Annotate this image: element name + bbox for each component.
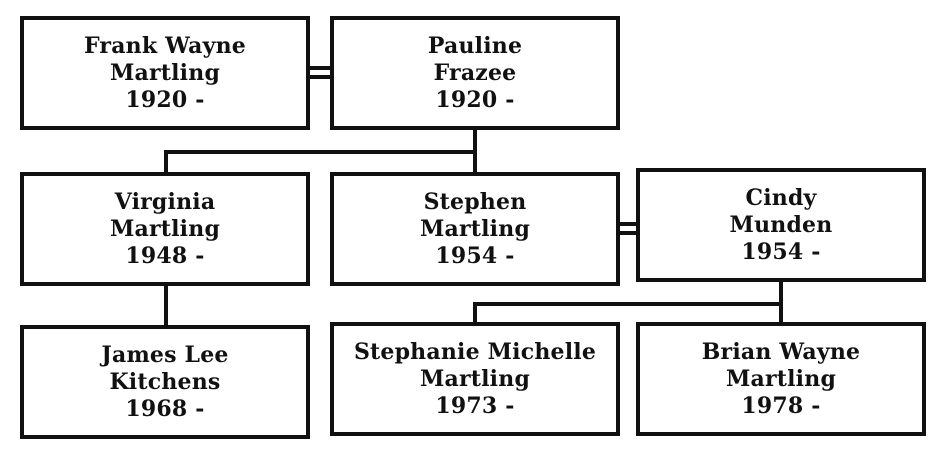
person-box-pauline: Pauline Frazee 1920 - [330, 16, 620, 130]
person-name-line2: Munden [729, 211, 833, 238]
person-name-line1: Cindy [745, 184, 817, 211]
person-name-line2: Martling [419, 365, 531, 392]
person-years: 1973 - [435, 392, 515, 419]
person-years: 1948 - [125, 242, 205, 269]
person-years: 1968 - [125, 395, 205, 422]
person-name-line2: Martling [419, 215, 531, 242]
person-box-james: James Lee Kitchens 1968 - [20, 325, 310, 439]
person-name-line2: Frazee [433, 59, 517, 86]
person-name-line1: Pauline [427, 32, 523, 59]
person-box-frank: Frank Wayne Martling 1920 - [20, 16, 310, 130]
person-name-line2: Kitchens [109, 368, 221, 395]
person-name-line1: Stephanie Michelle [353, 338, 597, 365]
person-name-line1: James Lee [101, 341, 229, 368]
person-box-stephen: Stephen Martling 1954 - [330, 172, 620, 286]
person-name-line2: Martling [725, 365, 837, 392]
person-name-line2: Martling [109, 59, 221, 86]
person-name-line1: Virginia [114, 188, 216, 215]
person-name-line1: Frank Wayne [83, 32, 246, 59]
person-years: 1920 - [435, 86, 515, 113]
person-box-cindy: Cindy Munden 1954 - [636, 168, 926, 282]
person-name-line1: Brian Wayne [701, 338, 861, 365]
person-box-stephanie: Stephanie Michelle Martling 1973 - [330, 322, 620, 436]
person-years: 1954 - [741, 238, 821, 265]
person-years: 1978 - [741, 392, 821, 419]
person-years: 1954 - [435, 242, 515, 269]
person-years: 1920 - [125, 86, 205, 113]
person-box-brian: Brian Wayne Martling 1978 - [636, 322, 926, 436]
person-name-line2: Martling [109, 215, 221, 242]
person-name-line1: Stephen [423, 188, 527, 215]
person-box-virginia: Virginia Martling 1948 - [20, 172, 310, 286]
